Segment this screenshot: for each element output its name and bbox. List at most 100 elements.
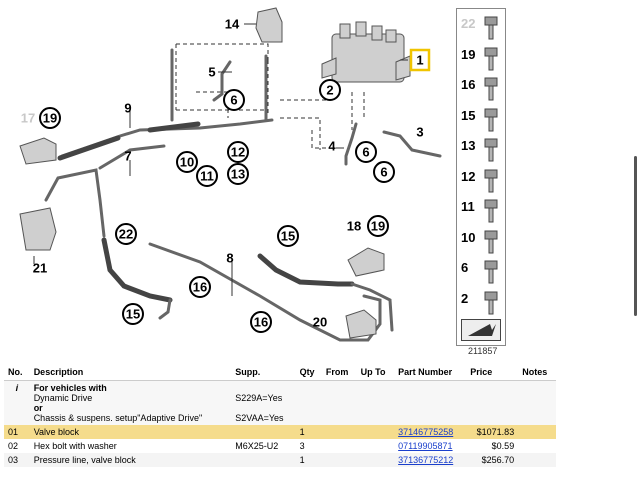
callout-label: 18 — [347, 219, 361, 234]
part-thumbnail[interactable]: 16 — [457, 74, 505, 104]
part-thumbnail[interactable]: 6 — [457, 257, 505, 287]
info-description: For vehicles with Dynamic Drive or Chass… — [29, 380, 232, 425]
callout-6[interactable]: 6 — [373, 161, 395, 183]
bracket-part-14[interactable] — [255, 7, 283, 43]
callout-label: 5 — [208, 65, 215, 80]
lower-line[interactable] — [350, 282, 394, 332]
hose-part[interactable] — [147, 121, 201, 133]
row-description: Pressure line, valve block — [29, 453, 232, 467]
row-upto — [356, 453, 395, 467]
lower-hose[interactable] — [257, 253, 355, 287]
table-row[interactable]: 03 Pressure line, valve block 1 37136775… — [4, 453, 556, 467]
row-supp — [231, 425, 296, 439]
part-thumbnail-number: 6 — [461, 260, 469, 275]
line-part-5[interactable] — [212, 60, 232, 102]
callout-19[interactable]: 19 — [367, 215, 389, 237]
pressure-line-3[interactable] — [382, 130, 442, 158]
bolt-icon — [484, 16, 498, 40]
return-hose[interactable] — [101, 237, 173, 303]
callout-21[interactable]: 21 — [33, 261, 47, 276]
info-line-4: Chassis & suspens. setup"Adaptive Drive" — [33, 413, 203, 423]
callout-15[interactable]: 15 — [122, 303, 144, 325]
header-upto: Up To — [356, 364, 395, 381]
callout-label: 14 — [225, 17, 240, 32]
callout-4[interactable]: 4 — [328, 139, 336, 154]
next-arrow-icon[interactable] — [461, 319, 501, 341]
part-thumbnail[interactable]: 19 — [457, 44, 505, 74]
bracket-part-21[interactable] — [19, 207, 57, 251]
part-thumbnail-number: 10 — [461, 229, 476, 245]
part-thumbnail[interactable]: 11 — [457, 196, 505, 226]
line-part-4[interactable] — [344, 122, 358, 166]
callout-13[interactable]: 13 — [227, 163, 249, 185]
callout-7[interactable]: 7 — [124, 149, 131, 164]
part-thumbnail-number: 16 — [461, 77, 476, 92]
row-upto — [356, 425, 395, 439]
callout-2[interactable]: 2 — [319, 79, 341, 101]
callout-20[interactable]: 20 — [313, 315, 327, 330]
header-qty: Qty — [295, 364, 322, 381]
callout-label: 19 — [371, 219, 385, 234]
callout-15[interactable]: 15 — [277, 225, 299, 247]
callout-1[interactable]: 1 — [409, 48, 431, 72]
info-line-1: For vehicles with — [33, 383, 107, 393]
header-price: Price — [466, 364, 519, 381]
callout-16[interactable]: 16 — [250, 311, 272, 333]
row-part-number-link[interactable]: 37136775212 — [394, 453, 467, 467]
callout-11[interactable]: 11 — [196, 165, 218, 187]
part-thumbnail[interactable]: 12 — [457, 166, 505, 196]
callout-6[interactable]: 6 — [223, 89, 245, 111]
header-from: From — [321, 364, 357, 381]
row-part-number-link[interactable]: 37146775258 — [394, 425, 467, 439]
part-thumbnail[interactable]: 2 — [457, 288, 505, 318]
part-thumbnail[interactable]: 10 — [457, 227, 505, 257]
assembly-guide — [351, 92, 365, 130]
hose-part[interactable] — [57, 135, 121, 161]
callout-17[interactable]: 17 — [21, 111, 35, 126]
part-thumbnail-number: 12 — [461, 168, 476, 184]
callout-label: 3 — [416, 125, 423, 140]
pressure-line-7[interactable] — [44, 168, 106, 238]
callout-14[interactable]: 14 — [225, 17, 240, 32]
part-thumbnail[interactable]: 13 — [457, 135, 505, 165]
row-notes — [518, 453, 556, 467]
row-notes — [518, 439, 556, 453]
callout-label: 6 — [362, 145, 369, 160]
part-thumbnail-number: 19 — [461, 46, 476, 62]
callout-16[interactable]: 16 — [189, 276, 211, 298]
callout-6[interactable]: 6 — [355, 141, 377, 163]
callout-12[interactable]: 12 — [227, 141, 249, 163]
part-thumbnail-number: 13 — [461, 138, 476, 153]
bracket-part-17[interactable] — [19, 137, 57, 165]
return-hose-end[interactable] — [158, 298, 172, 320]
row-part-number-link[interactable]: 07119905871 — [398, 441, 453, 451]
bolt-icon — [484, 199, 498, 223]
row-from — [322, 439, 357, 453]
pressure-line-7b[interactable] — [98, 144, 166, 170]
bolt-icon — [484, 138, 498, 162]
callout-5[interactable]: 5 — [208, 65, 215, 80]
part-thumbnail[interactable]: 15 — [457, 105, 505, 135]
callout-3[interactable]: 3 — [416, 125, 423, 140]
part-thumbnail[interactable]: 22 — [457, 13, 505, 43]
table-row[interactable]: 02 Hex bolt with washer M6X25-U2 3 07119… — [4, 439, 556, 453]
callout-10[interactable]: 10 — [176, 151, 198, 173]
scrollbar[interactable] — [634, 156, 637, 316]
bolt-icon — [484, 77, 498, 101]
valve-block-part[interactable] — [321, 21, 411, 83]
callout-label: 6 — [230, 93, 237, 108]
callout-19[interactable]: 19 — [39, 107, 61, 129]
bolt-icon — [484, 169, 498, 192]
part-thumbnail-number: 15 — [461, 107, 476, 123]
callout-18[interactable]: 18 — [347, 219, 361, 234]
bolt-icon — [484, 260, 498, 284]
callout-22[interactable]: 22 — [115, 223, 137, 245]
long-line-8[interactable] — [148, 242, 382, 342]
bracket-part-18[interactable] — [347, 247, 385, 277]
table-row[interactable]: 01 Valve block 1 37146775258 $1071.83 — [4, 425, 556, 439]
bracket-part-20[interactable] — [345, 309, 377, 339]
callout-9[interactable]: 9 — [124, 101, 131, 116]
callout-8[interactable]: 8 — [226, 251, 233, 266]
